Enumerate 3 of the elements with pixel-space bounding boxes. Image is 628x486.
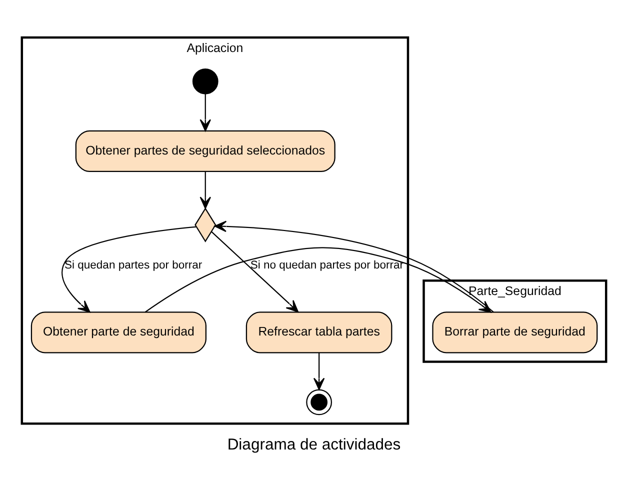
caption: Diagrama de actividades xyxy=(227,436,401,454)
edge-label: Si no quedan partes por borrar xyxy=(250,258,404,271)
edge-label: Si quedan partes por borrar xyxy=(64,258,202,271)
